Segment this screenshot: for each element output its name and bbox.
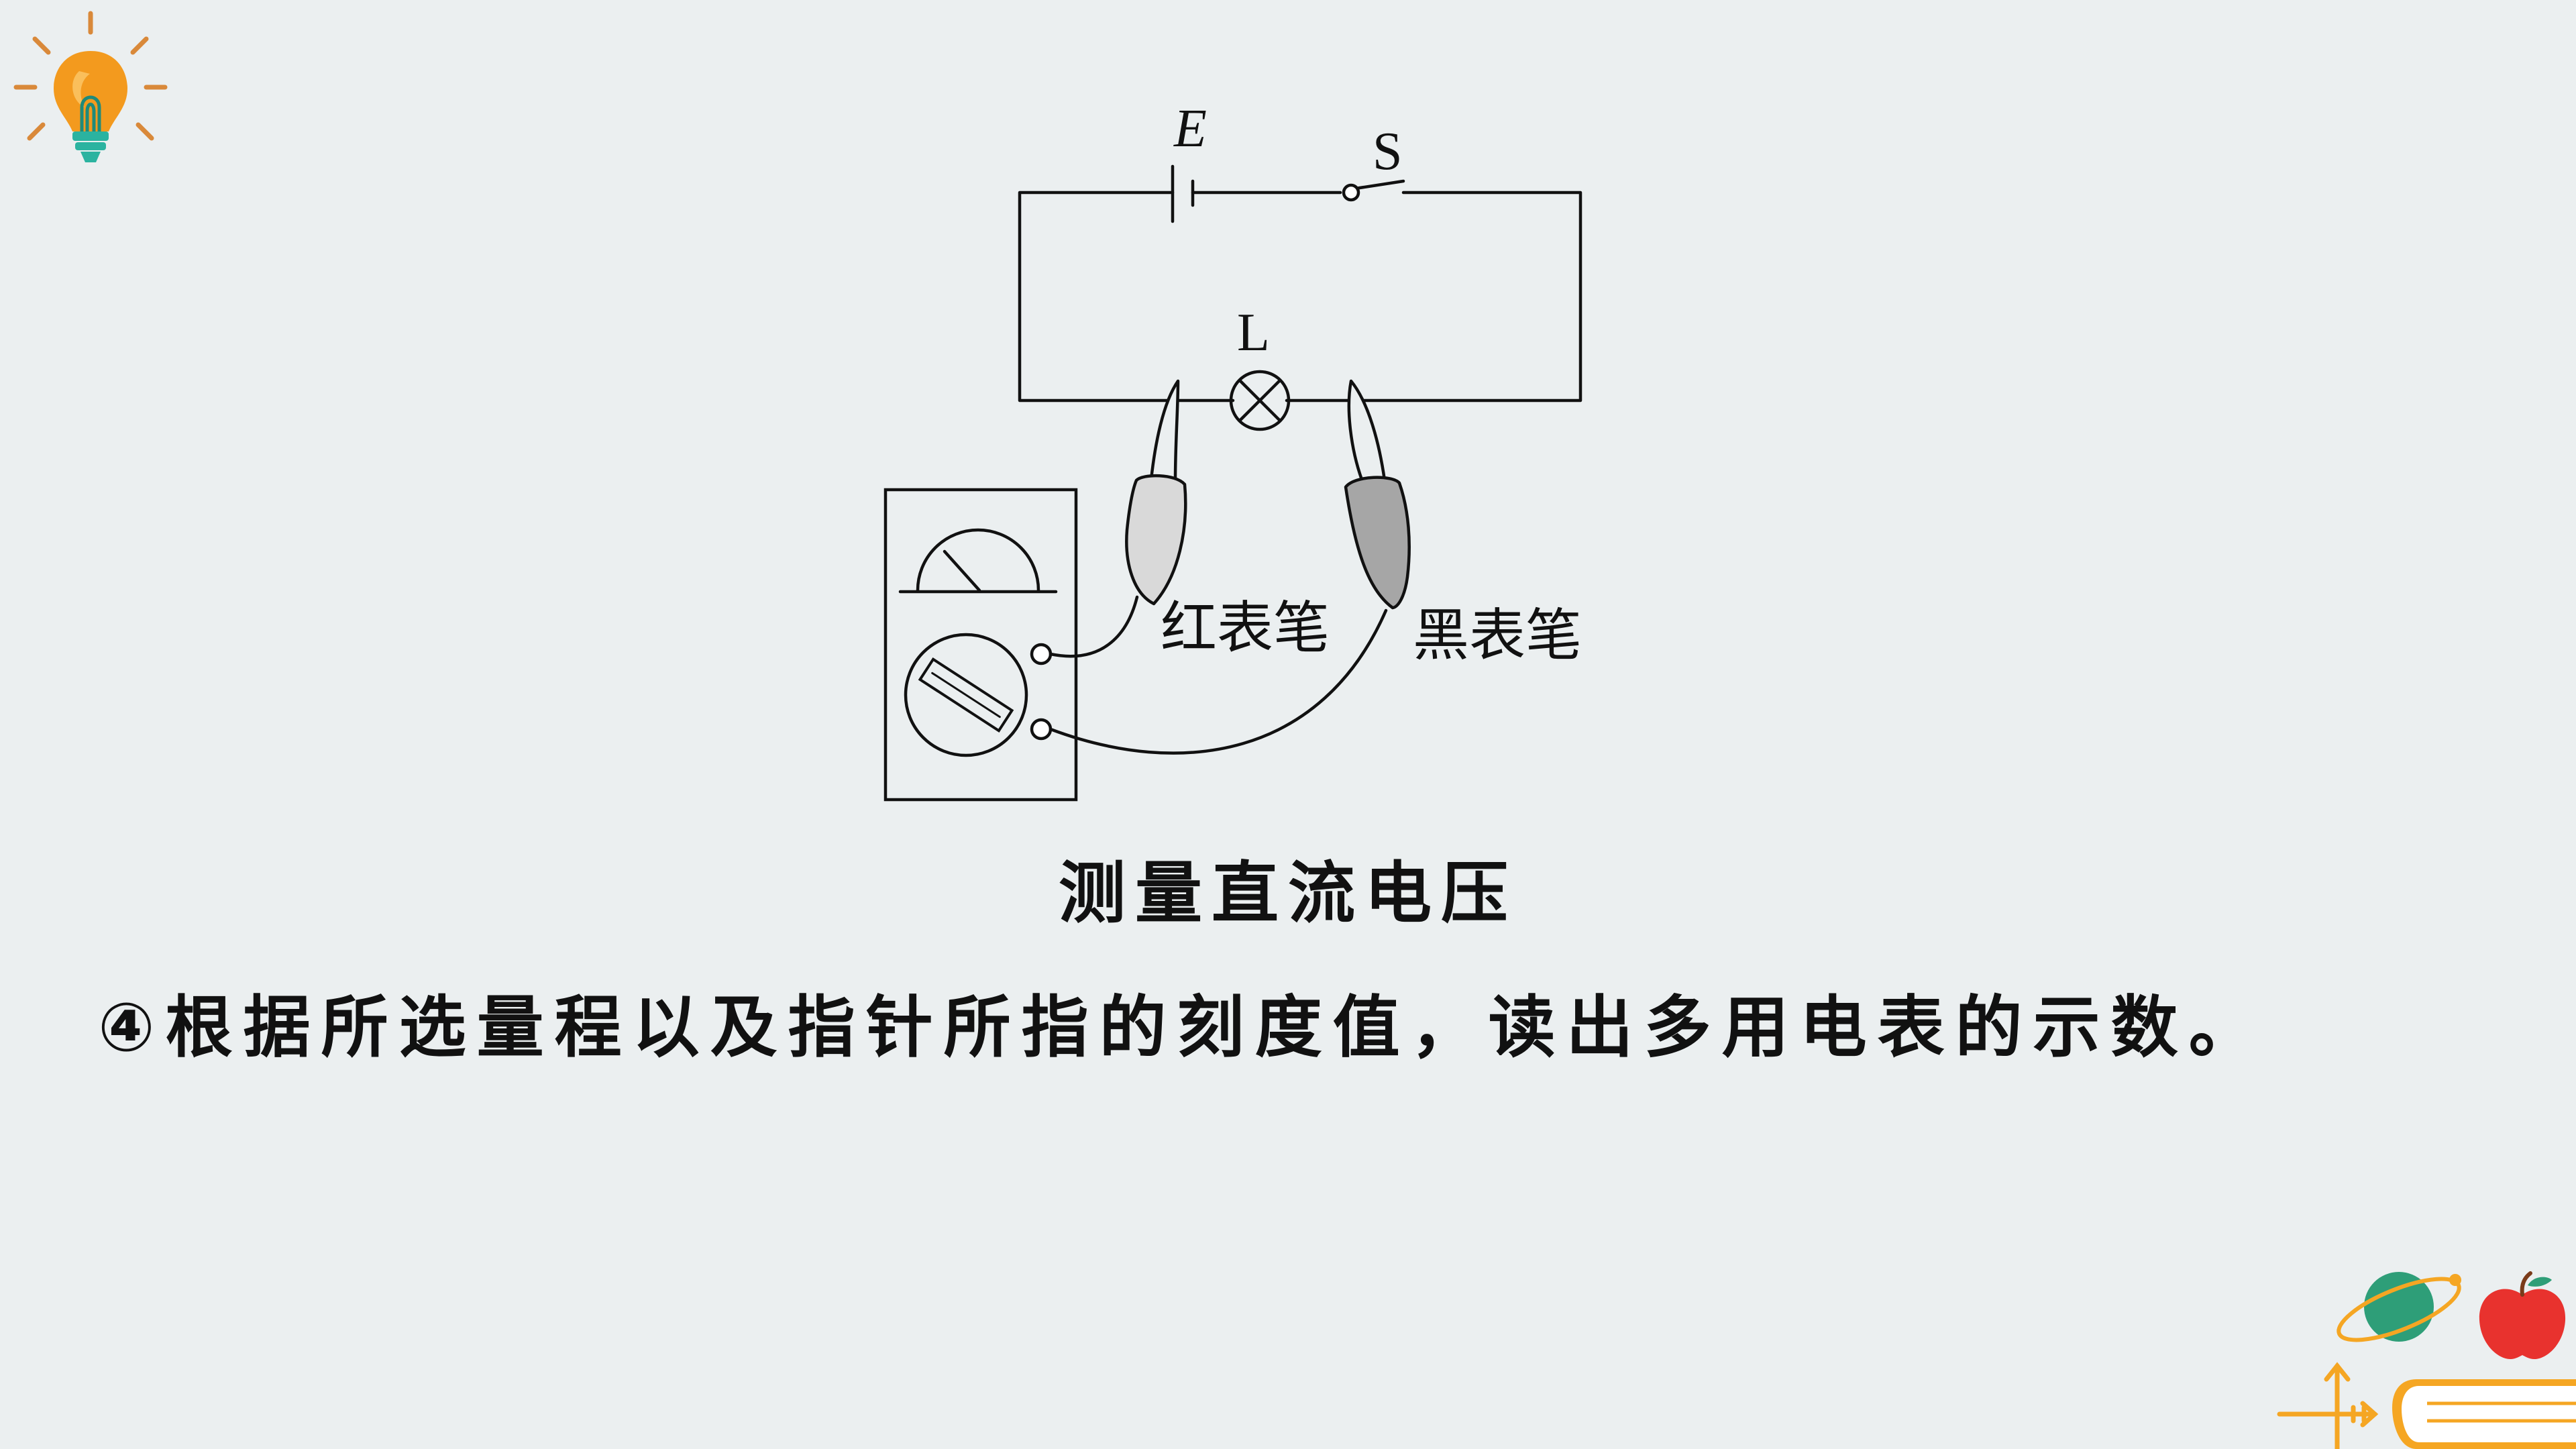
black-jack — [1030, 718, 1053, 741]
black-lead — [1049, 608, 1388, 755]
black-probe-label: 黑表笔 — [1413, 602, 1582, 668]
lamp-label: L — [1237, 303, 1270, 362]
red-probe — [1125, 379, 1187, 606]
red-jack — [1030, 643, 1053, 665]
lamp-circle — [1229, 370, 1291, 431]
wire-top-right — [1285, 191, 1582, 402]
multimeter — [883, 488, 1078, 802]
switch-label: S — [1373, 122, 1403, 181]
planet-apple-books-icon — [2277, 1271, 2576, 1449]
black-probe — [1344, 379, 1411, 610]
circuit-diagram: E S L — [883, 99, 1582, 802]
apple-icon — [2479, 1289, 2566, 1359]
red-lead — [1049, 595, 1139, 658]
battery-label: E — [1173, 99, 1207, 158]
meter-needle — [943, 549, 981, 592]
switch-lever — [1349, 179, 1405, 191]
step-instruction: ④根据所选量程以及指针所指的刻度值，读出多用电表的示数。 — [98, 988, 2267, 1067]
wire-top-left — [1018, 191, 1235, 402]
red-probe-label: 红表笔 — [1161, 595, 1330, 661]
range-selector-knob — [904, 633, 1028, 757]
lamp-cross-b — [1238, 378, 1282, 423]
range-selector-pointer — [918, 657, 1014, 733]
switch-pivot — [1342, 183, 1360, 202]
diagram-caption: 测量直流电压 — [1059, 854, 1517, 932]
meter-dial — [916, 528, 1040, 592]
lightbulb-icon — [13, 11, 168, 162]
